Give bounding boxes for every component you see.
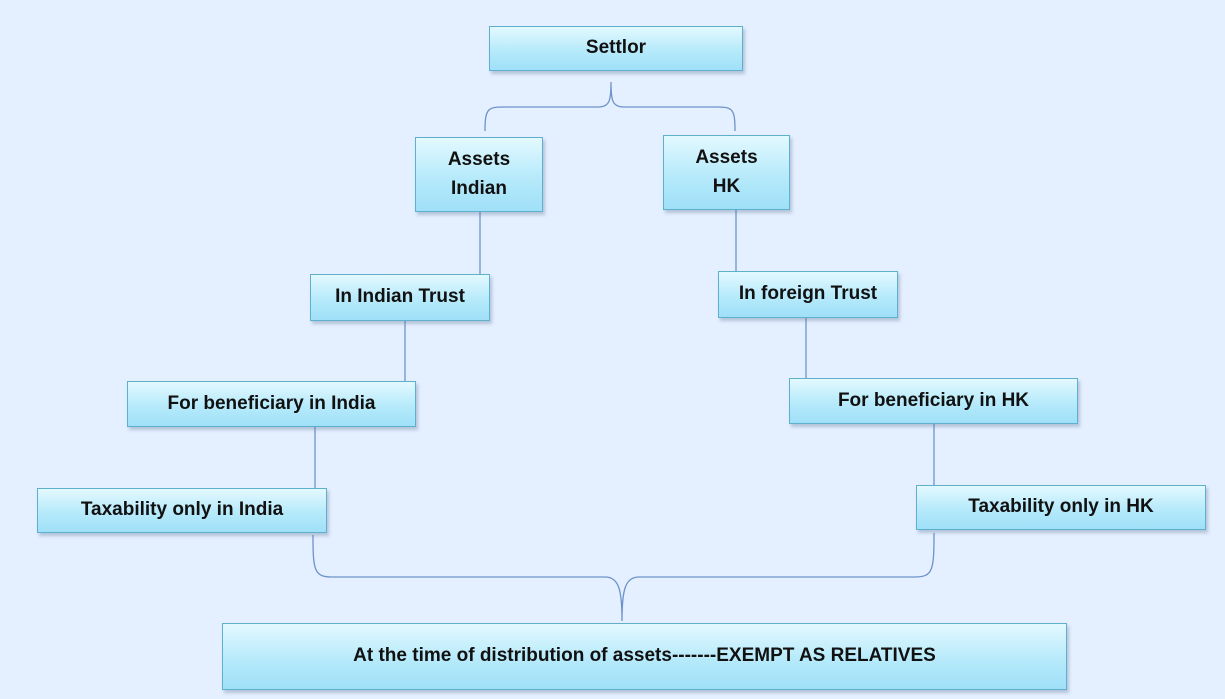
indian-trust-label: In Indian Trust <box>335 286 465 308</box>
assets-indian-line2: Indian <box>451 177 507 199</box>
distribution-node: At the time of distribution of assets---… <box>222 623 1067 690</box>
foreign-trust-label: In foreign Trust <box>738 283 878 305</box>
settlor-label: Settlor <box>585 37 647 59</box>
assets-hk-node: Assets HK <box>663 135 790 210</box>
beneficiary-india-label: For beneficiary in India <box>167 392 376 414</box>
foreign-trust-node: In foreign Trust <box>718 271 898 318</box>
assets-indian-line1: Assets <box>447 149 511 170</box>
taxability-hk-node: Taxability only in HK <box>916 485 1206 530</box>
beneficiary-india-node: For beneficiary in India <box>127 381 416 427</box>
beneficiary-hk-node: For beneficiary in HK <box>789 378 1078 424</box>
settlor-node: Settlor <box>489 26 743 71</box>
taxability-india-label: Taxability only in India <box>80 499 284 521</box>
merge-brace <box>312 532 935 622</box>
settlor-split-brace <box>484 81 736 132</box>
taxability-hk-label: Taxability only in HK <box>968 496 1154 518</box>
beneficiary-hk-label: For beneficiary in HK <box>837 389 1030 411</box>
indian-trust-node: In Indian Trust <box>310 274 490 321</box>
assets-indian-node: Assets Indian <box>415 137 543 212</box>
assets-hk-line1: Assets <box>695 147 758 168</box>
distribution-label: At the time of distribution of assets---… <box>353 645 936 667</box>
assets-hk-line2: HK <box>712 175 741 197</box>
taxability-india-node: Taxability only in India <box>37 488 327 533</box>
